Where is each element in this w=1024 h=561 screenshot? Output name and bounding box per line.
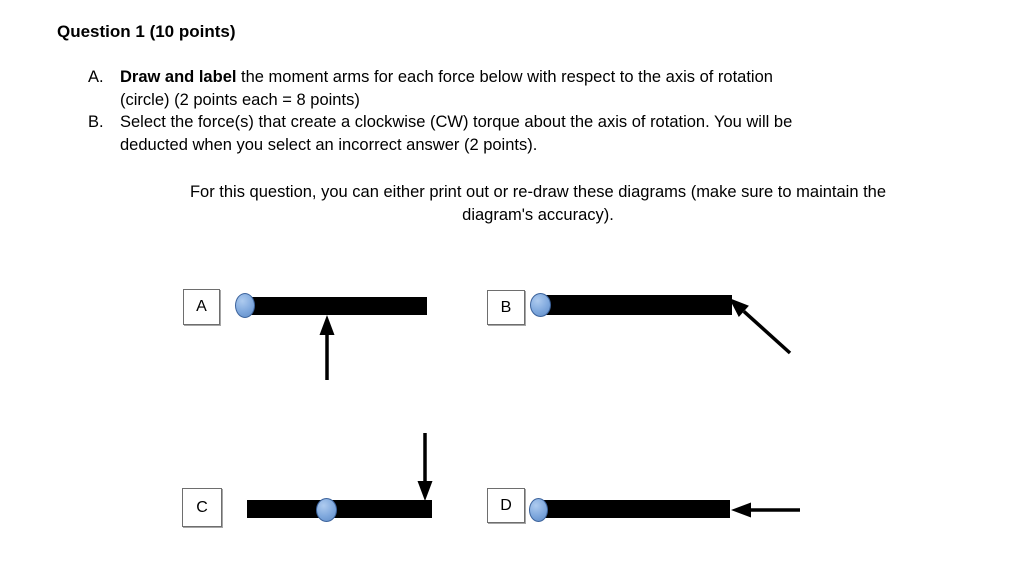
beam-b [543,295,732,315]
beam-a [250,297,427,315]
list-marker-a: A. [88,68,104,86]
option-label-d: D [500,496,512,514]
note-line-2: diagram's accuracy). [462,205,614,224]
option-label-c: C [196,498,208,516]
list-marker-b: B. [88,113,104,131]
instruction-a-line-1-rest: the moment arms for each force below wit… [236,68,773,86]
force-arrow-d-left-icon [731,502,800,518]
instruction-item-a: A. Draw and label the moment arms for ea… [88,66,968,111]
axis-of-rotation-d [529,498,548,522]
axis-of-rotation-a [235,293,255,318]
instruction-a-line-1: Draw and label the moment arms for each … [120,66,968,89]
axis-of-rotation-b [530,293,551,317]
beam-c [247,500,432,518]
option-box-c[interactable]: C [182,488,222,527]
instruction-a-line-2: (circle) (2 points each = 8 points) [120,90,360,109]
option-box-a[interactable]: A [183,289,220,325]
option-box-b[interactable]: B [487,290,525,325]
instruction-item-b-body: Select the force(s) that create a clockw… [120,111,968,156]
instruction-item-b: B. Select the force(s) that create a clo… [88,111,968,156]
force-arrow-c-down-icon [417,433,433,501]
option-label-b: B [500,298,512,316]
instruction-item-a-body: Draw and label the moment arms for each … [120,66,968,111]
instruction-a-bold-lead: Draw and label [120,68,237,86]
beam-d [543,500,730,518]
axis-of-rotation-c [316,498,337,522]
instruction-b-line-1: Select the force(s) that create a clockw… [120,113,793,131]
instruction-list: A. Draw and label the moment arms for ea… [88,66,968,156]
option-box-d[interactable]: D [487,488,525,523]
force-arrow-a-up-icon [319,315,335,380]
note-line-1: For this question, you can either print … [189,183,887,201]
option-label-a: A [196,298,207,315]
note-paragraph: For this question, you can either print … [78,181,998,226]
force-arrow-b-diagonal-icon [729,298,792,355]
question-title: Question 1 (10 points) [57,22,236,41]
instruction-b-line-2: deducted when you select an incorrect an… [120,135,538,154]
